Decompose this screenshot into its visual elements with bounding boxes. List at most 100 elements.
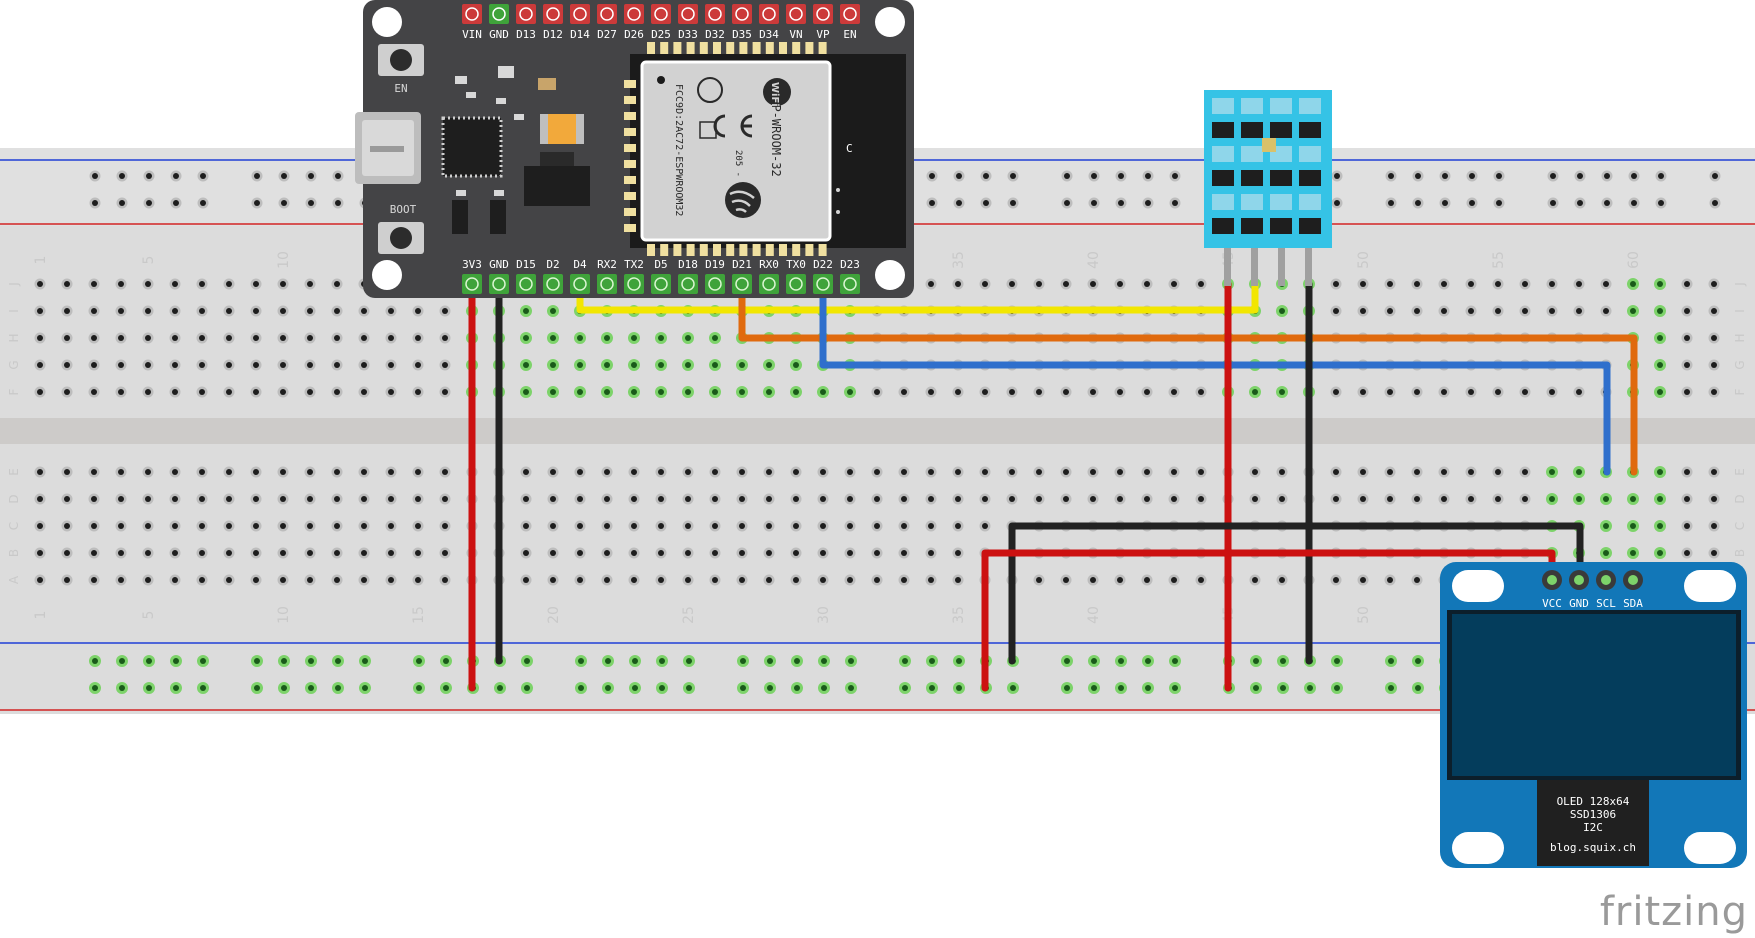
breadboard-hole-center (1388, 658, 1394, 664)
breadboard-hole-center (1576, 281, 1582, 287)
header-pin[interactable] (813, 274, 833, 294)
header-pin[interactable] (732, 274, 752, 294)
header-pin[interactable] (840, 274, 860, 294)
dht11-leg (1224, 248, 1231, 286)
module-pad (624, 80, 636, 88)
breadboard-hole-center (712, 496, 718, 502)
boot-button[interactable]: BOOT (378, 203, 424, 254)
module-pad (713, 42, 721, 54)
module-pad (624, 176, 636, 184)
header-pin-ring (465, 7, 479, 21)
breadboard-hole-center (1604, 173, 1610, 179)
breadboard-hole-center (929, 658, 935, 664)
dht11-vent (1212, 122, 1234, 138)
header-pin[interactable] (678, 274, 698, 294)
header-pin[interactable] (489, 274, 509, 294)
breadboard-hole-center (1495, 496, 1501, 502)
breadboard-hole-center (658, 335, 664, 341)
header-pin[interactable] (543, 4, 563, 24)
breadboard-hole-center (1198, 577, 1204, 583)
pin-label-top: D13 (516, 28, 536, 41)
breadboard-hole-center (1495, 469, 1501, 475)
breadboard-hole-center (605, 658, 611, 664)
usb-connector-icon (355, 112, 421, 184)
header-pin[interactable] (759, 4, 779, 24)
header-pin[interactable] (813, 4, 833, 24)
breadboard-hole-center (37, 335, 43, 341)
mount-slot-icon (1684, 570, 1736, 602)
breadboard-hole-center (199, 362, 205, 368)
breadboard-hole-center (1522, 308, 1528, 314)
breadboard-hole-center (604, 523, 610, 529)
header-pin[interactable] (570, 274, 590, 294)
breadboard-hole-center (1711, 523, 1717, 529)
breadboard-hole-center (874, 577, 880, 583)
dht11-sensor-element (1262, 138, 1276, 152)
pin-label-bottom: RX2 (597, 258, 617, 271)
module-pad (624, 112, 636, 120)
header-pin[interactable] (462, 4, 482, 24)
header-pin[interactable] (705, 4, 725, 24)
esp32-board[interactable]: EN BOOT (355, 0, 914, 298)
breadboard-hole-center (1522, 389, 1528, 395)
breadboard-hole-center (955, 523, 961, 529)
header-pin[interactable] (732, 4, 752, 24)
en-button[interactable]: EN (378, 44, 424, 95)
breadboard-hole-center (901, 389, 907, 395)
header-pin[interactable] (516, 274, 536, 294)
header-pin[interactable] (597, 4, 617, 24)
header-pin[interactable] (786, 4, 806, 24)
breadboard-hole-center (308, 685, 314, 691)
header-pin[interactable] (570, 4, 590, 24)
breadboard-hole-center (1576, 389, 1582, 395)
row-letter-left: C (7, 522, 21, 530)
header-pin[interactable] (678, 4, 698, 24)
wire-black-oled-gnd[interactable] (1008, 522, 1584, 665)
header-pin[interactable] (651, 274, 671, 294)
breadboard-hole-center (1414, 496, 1420, 502)
breadboard-hole-center (928, 550, 934, 556)
header-pin[interactable] (624, 4, 644, 24)
wire-orange-d21[interactable] (738, 280, 1638, 476)
breadboard-hole-center (361, 523, 367, 529)
dht11-vent (1299, 218, 1321, 234)
module-pad (726, 244, 735, 256)
breadboard-hole-center (1684, 550, 1690, 556)
breadboard-hole-center (901, 550, 907, 556)
row-letter-left: B (7, 549, 21, 557)
breadboard-hole-center (793, 389, 799, 395)
header-pin[interactable] (462, 274, 482, 294)
breadboard-hole-center (254, 200, 260, 206)
header-pin[interactable] (543, 274, 563, 294)
breadboard-hole-center (416, 685, 422, 691)
header-pin[interactable] (759, 274, 779, 294)
module-pads (624, 42, 827, 256)
header-pin[interactable] (597, 274, 617, 294)
breadboard-hole-center (604, 496, 610, 502)
breadboard-hole-center (685, 523, 691, 529)
breadboard-hole-center (307, 469, 313, 475)
breadboard-hole-center (847, 469, 853, 475)
row-letter-left: H (7, 333, 21, 342)
header-pin[interactable] (489, 4, 509, 24)
header-pin[interactable] (840, 4, 860, 24)
breadboard-hole-center (415, 469, 421, 475)
breadboard-hole-center (442, 577, 448, 583)
breadboard-hole-center (442, 362, 448, 368)
breadboard-hole-center (685, 577, 691, 583)
header-pin[interactable] (651, 4, 671, 24)
header-pin[interactable] (705, 274, 725, 294)
breadboard-hole-center (1549, 496, 1555, 502)
breadboard-hole-center (1253, 658, 1259, 664)
breadboard-hole-center (1712, 173, 1718, 179)
header-pin[interactable] (786, 274, 806, 294)
wire-blue-d22[interactable] (819, 280, 1611, 476)
breadboard-hole-center (226, 577, 232, 583)
dht11-sensor[interactable] (1204, 90, 1332, 286)
breadboard-hole-center (631, 577, 637, 583)
header-pin[interactable] (516, 4, 536, 24)
header-pin[interactable] (624, 274, 644, 294)
breadboard-hole-center (821, 685, 827, 691)
breadboard-hole-center (874, 496, 880, 502)
